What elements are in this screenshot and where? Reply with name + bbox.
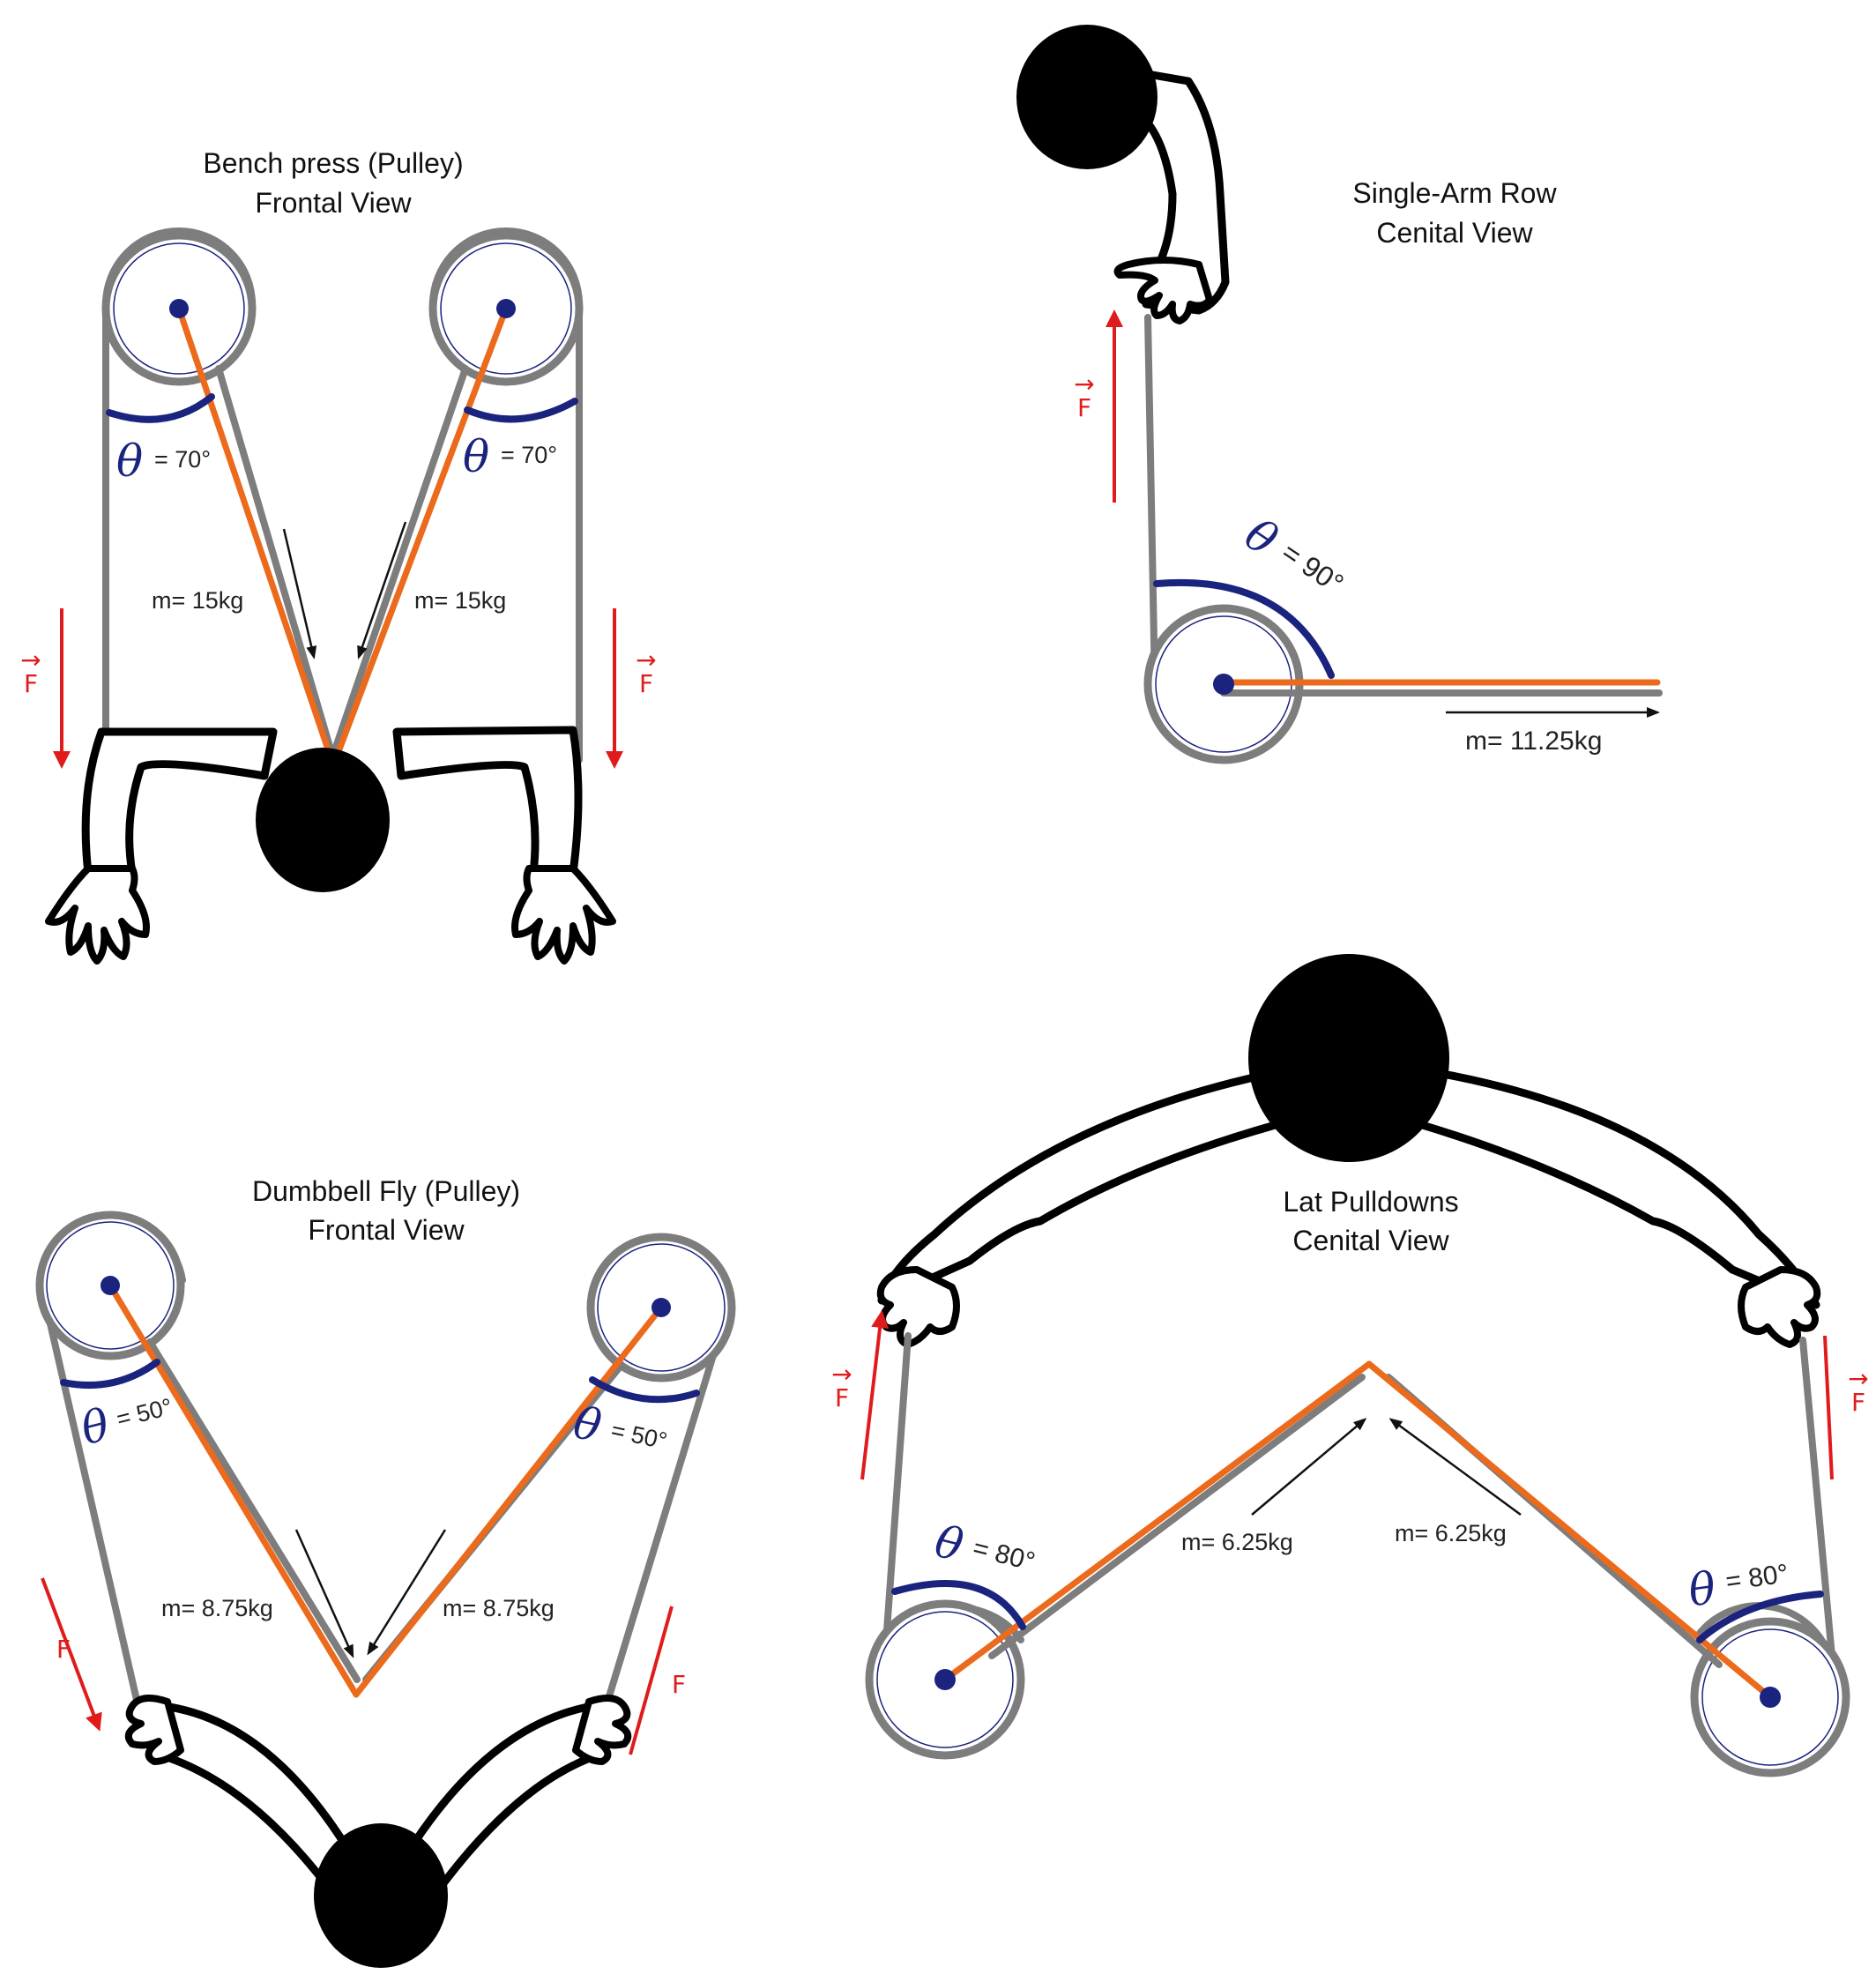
bench-right-force-label: F: [639, 669, 653, 698]
lat-right-load-line: [1366, 1360, 1774, 1701]
row-force-label: F: [1077, 393, 1091, 422]
fly-right-theta: θ: [569, 1397, 606, 1452]
row-title: Single-Arm Row: [1352, 177, 1557, 209]
lat-right-mass-label: m= 6.25kg: [1395, 1520, 1507, 1546]
lat-left-arm: [877, 1069, 1283, 1305]
bench-left-force-label: F: [24, 669, 38, 698]
lat-left-direction-arrow: [1251, 1418, 1367, 1516]
bench-right-axle: [496, 299, 516, 318]
single-arm-row-panel: Single-Arm Row Cenital View θ = 90° F → …: [1016, 25, 1663, 764]
row-angle-label: = 90°: [1276, 536, 1349, 600]
lat-left-axle: [934, 1669, 956, 1690]
row-mass-label: m= 11.25kg: [1465, 726, 1602, 756]
row-head: [1016, 25, 1158, 169]
lat-right-theta: θ: [1686, 1562, 1719, 1617]
fly-right-axle: [651, 1298, 671, 1317]
fly-right-angle-arc: [589, 1376, 700, 1404]
fly-left-angle-label: = 50°: [114, 1393, 175, 1433]
lat-right-hand: [1738, 1266, 1821, 1348]
lat-right-force-arrow: [1823, 1335, 1834, 1480]
svg-text:→: →: [636, 645, 656, 674]
lat-title: Lat Pulldowns: [1283, 1186, 1458, 1218]
bench-left-angle-arc: [106, 393, 215, 423]
lat-left-theta: θ: [930, 1516, 968, 1572]
row-subtitle: Cenital View: [1376, 217, 1533, 249]
fly-left-direction-arrow: [294, 1529, 354, 1658]
fly-right-force-label: F: [672, 1670, 686, 1699]
lat-right-angle-arc: [1696, 1591, 1824, 1643]
bench-left-load-line: [175, 305, 331, 753]
fly-left-arm: [154, 1702, 348, 1891]
svg-text:→: →: [1074, 369, 1094, 399]
fly-person: [124, 1695, 632, 1968]
bench-right-load-line: [336, 305, 510, 753]
bench-left-hand: [45, 865, 150, 965]
lat-left-force-arrow: [860, 1310, 890, 1480]
fly-right-hand: [572, 1695, 632, 1765]
svg-text:→: →: [1848, 1364, 1868, 1393]
bench-right-hand: [511, 865, 616, 965]
lat-right-direction-arrow: [1388, 1418, 1522, 1516]
fly-left-force-arrow: [41, 1577, 102, 1732]
fly-title: Dumbbell Fly (Pulley): [252, 1175, 520, 1207]
bench-head: [256, 748, 390, 892]
row-axle: [1213, 674, 1234, 695]
fly-right-load-line: [353, 1304, 665, 1698]
bench-left-axle: [169, 299, 189, 318]
bench-right-arm: [392, 726, 583, 877]
bench-title: Bench press (Pulley): [203, 147, 463, 179]
lat-left-force-label: F: [835, 1383, 849, 1412]
bench-right-theta: θ: [463, 431, 489, 482]
row-arm: [1133, 68, 1230, 315]
bench-left-theta: θ: [116, 436, 143, 487]
lat-left-mass-label: m= 6.25kg: [1181, 1529, 1293, 1555]
lat-right-angle-label: = 80°: [1724, 1559, 1790, 1597]
fly-left-load-line: [107, 1282, 360, 1698]
fly-right-angle-label: = 50°: [608, 1417, 669, 1455]
fly-left-mass-label: m= 8.75kg: [161, 1595, 273, 1621]
bench-right-mass-label: m= 15kg: [414, 587, 506, 614]
fly-left-angle-arc: [60, 1359, 160, 1390]
lat-right-arm: [1415, 1067, 1820, 1309]
fly-left-hand: [124, 1695, 184, 1765]
bench-right-direction-arrow: [357, 521, 407, 659]
lat-right-force-label: F: [1851, 1388, 1865, 1417]
fly-right-direction-arrow: [367, 1529, 447, 1656]
fly-left-axle: [100, 1276, 120, 1295]
lat-subtitle: Cenital View: [1292, 1225, 1449, 1256]
bench-left-direction-arrow: [282, 528, 317, 659]
lat-right-axle: [1760, 1687, 1781, 1708]
fly-subtitle: Frontal View: [308, 1214, 465, 1246]
bench-person: [45, 726, 616, 965]
bench-left-angle-label: = 70°: [154, 446, 211, 473]
bench-right-angle-label: = 70°: [501, 442, 557, 468]
lat-left-load-line: [942, 1360, 1373, 1683]
row-angle-arc: [1153, 578, 1335, 679]
row-cable: [1144, 314, 1158, 691]
row-person: [1016, 25, 1230, 324]
bench-left-arm: [81, 727, 278, 877]
bench-right-angle-arc: [464, 398, 578, 423]
fly-left-force-label: F: [56, 1635, 71, 1664]
lat-head: [1248, 954, 1449, 1162]
lat-left-angle-label: = 80°: [970, 1533, 1038, 1576]
row-hand: [1113, 257, 1213, 324]
fly-head: [314, 1823, 448, 1968]
fly-right-arm: [410, 1702, 604, 1891]
svg-text:→: →: [20, 645, 41, 674]
dumbbell-fly-panel: Dumbbell Fly (Pulley) Frontal View θ = 5…: [35, 1175, 736, 1968]
bench-left-mass-label: m= 15kg: [152, 587, 243, 614]
lat-pulldowns-panel: Lat Pulldowns Cenital View θ = 80° θ: [831, 954, 1869, 1777]
lat-left-angle-arc: [891, 1580, 1026, 1630]
bench-subtitle: Frontal View: [255, 187, 412, 219]
svg-text:→: →: [831, 1360, 852, 1389]
fly-right-mass-label: m= 8.75kg: [443, 1595, 555, 1621]
bench-press-panel: Bench press (Pulley) Frontal View θ = 70…: [20, 147, 657, 965]
fly-right-force-arrow: [629, 1606, 674, 1755]
lat-left-hand: [876, 1266, 960, 1348]
lat-person: [876, 954, 1821, 1348]
